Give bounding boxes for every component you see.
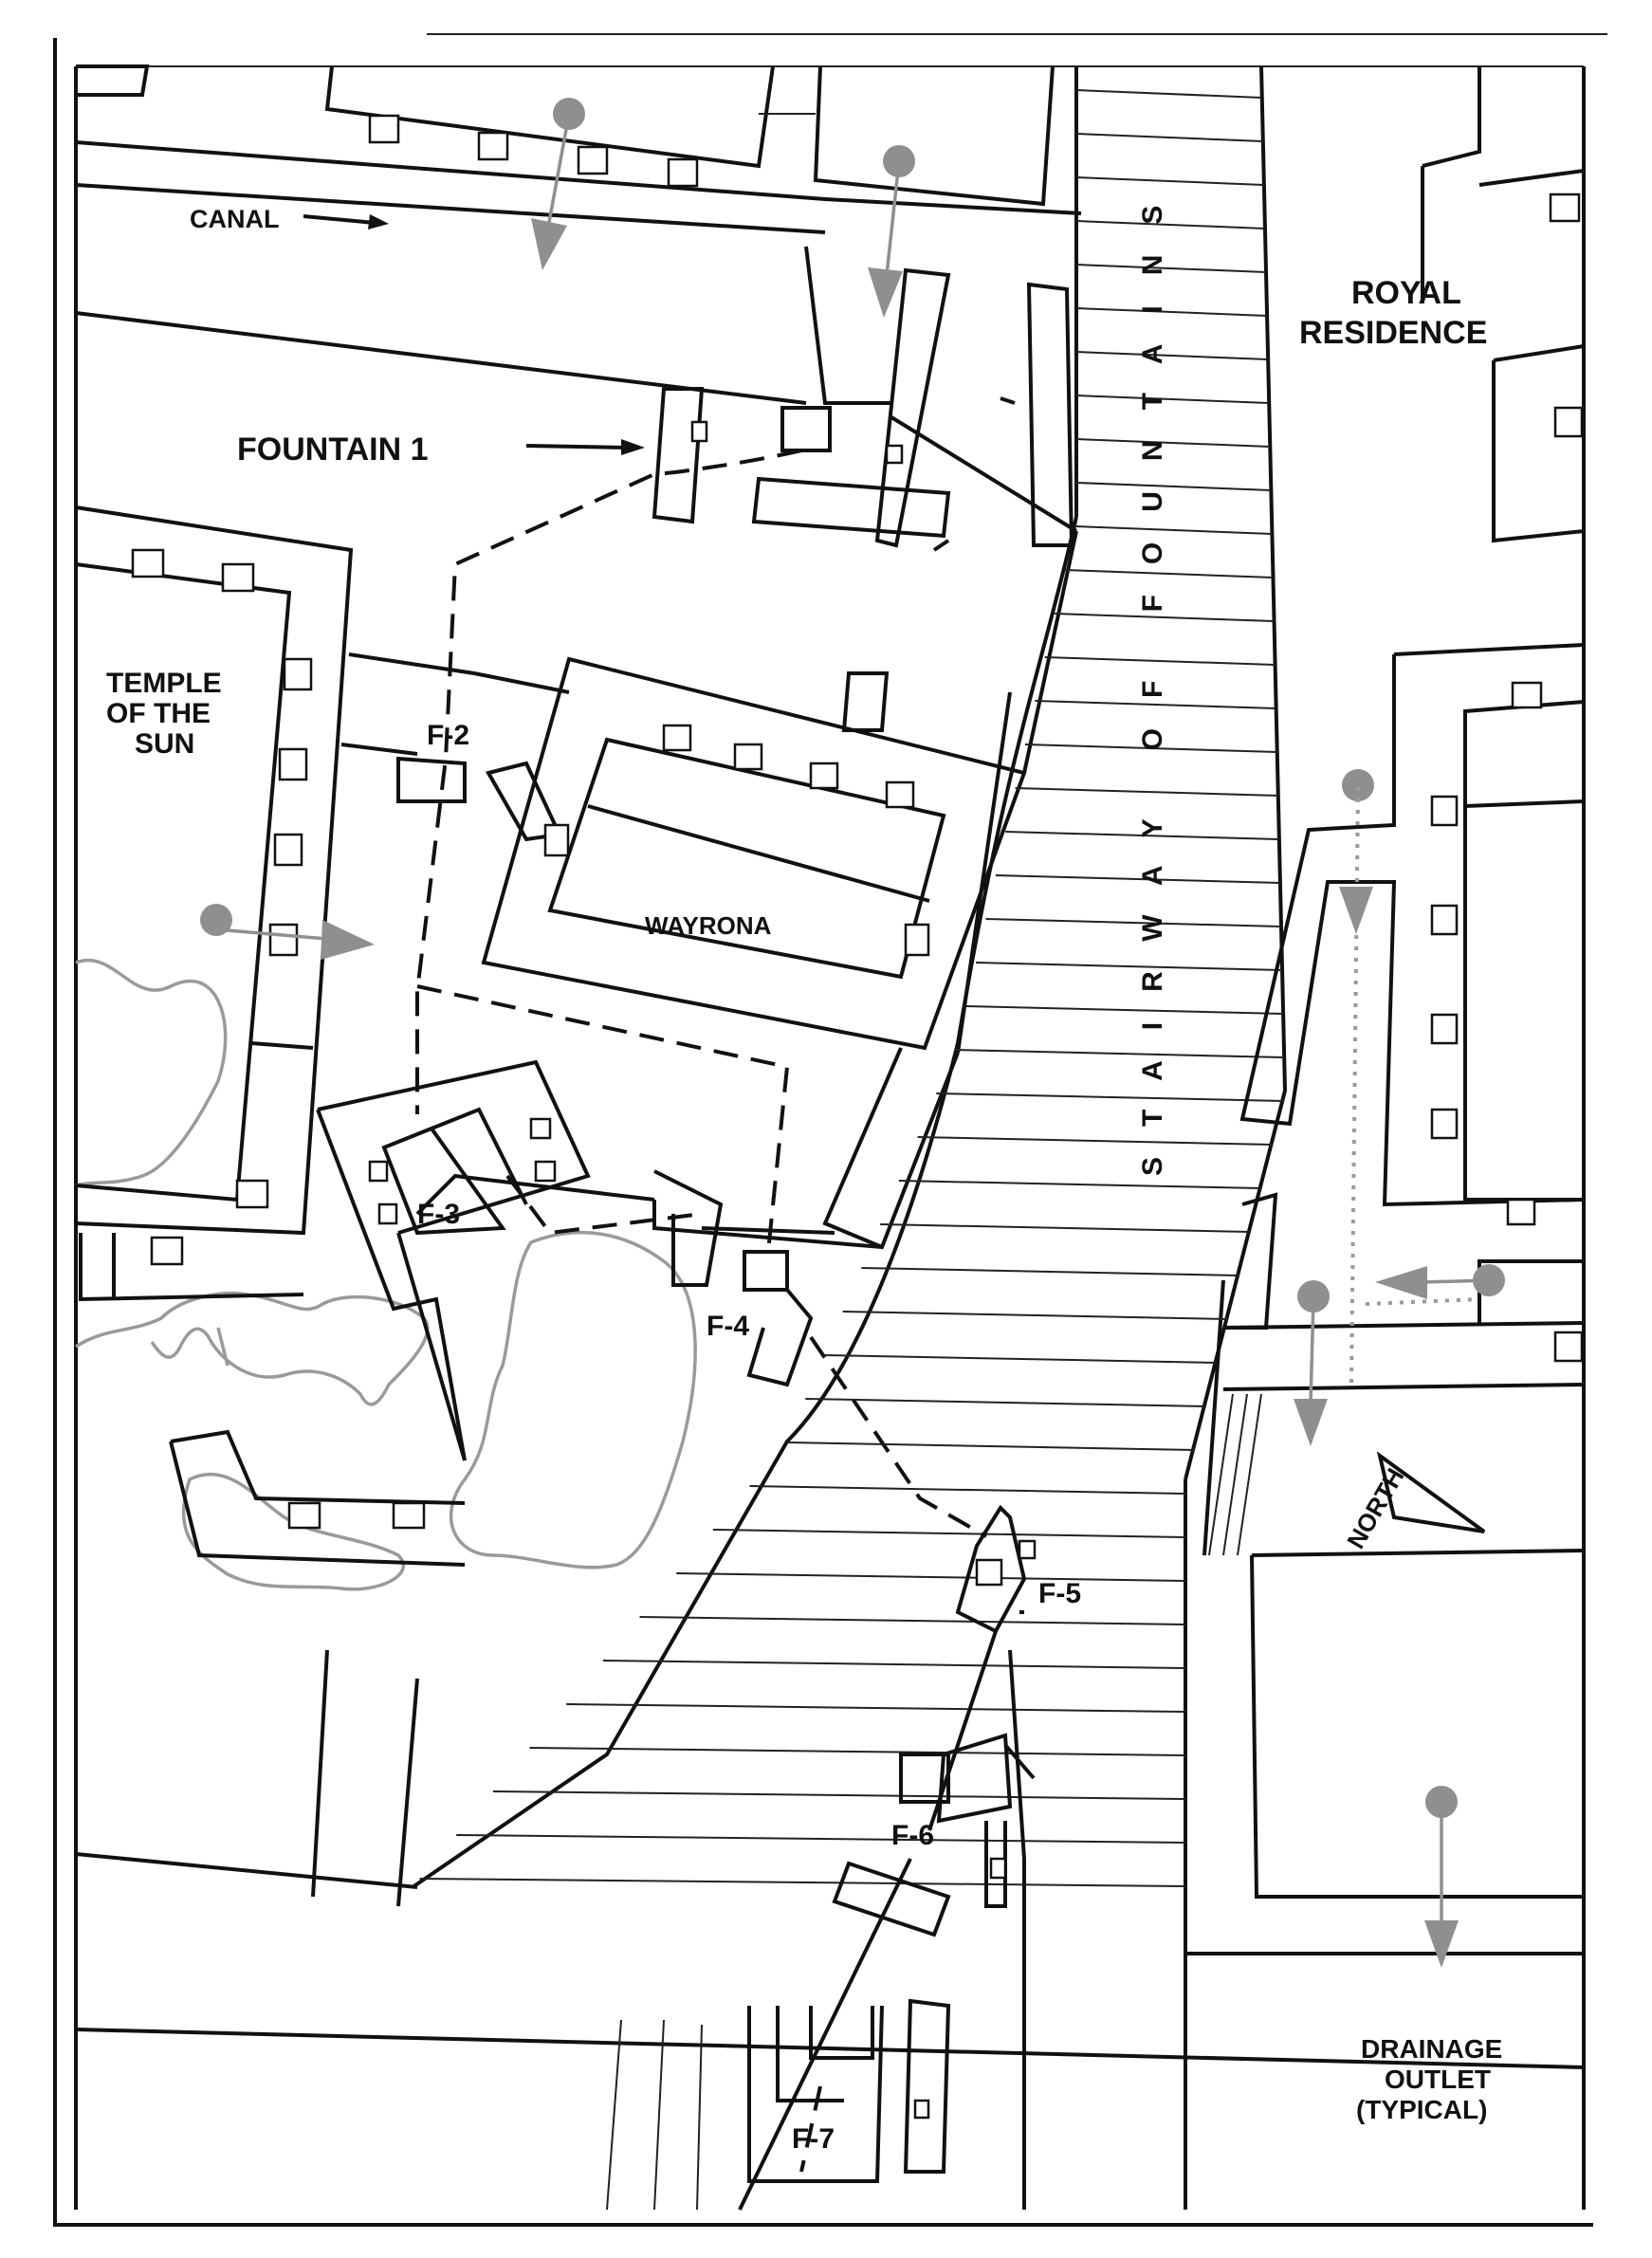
stair-step-12 xyxy=(1054,613,1275,622)
royal-residence-block xyxy=(1421,66,1585,543)
stair-step-2 xyxy=(1075,176,1264,186)
stair-step-17 xyxy=(1005,831,1279,840)
stair-step-41 xyxy=(419,1878,1186,1887)
label-typical: (TYPICAL) xyxy=(1356,2095,1487,2124)
temple-of-the-sun xyxy=(75,505,475,1302)
label-residence: RESIDENCE xyxy=(1299,315,1487,351)
label-f5: F-5 xyxy=(1038,1578,1081,1609)
drainage-arrow-5 xyxy=(1365,1264,1505,1306)
label-royal: ROYAL xyxy=(1351,275,1461,311)
stair-step-20 xyxy=(976,962,1282,971)
stair-step-29 xyxy=(823,1354,1218,1364)
drainage-arrow-7 xyxy=(1424,1786,1459,1968)
wayrona-building xyxy=(473,656,1027,1051)
label-canal: CANAL xyxy=(190,205,280,233)
stair-step-39 xyxy=(492,1790,1186,1800)
label-f7: F-7 xyxy=(792,2123,835,2155)
stair-step-11 xyxy=(1064,569,1274,578)
stair-step-15 xyxy=(1024,743,1277,753)
stair-step-25 xyxy=(898,1180,1262,1189)
stair-step-35 xyxy=(639,1616,1186,1625)
label-f4: F-4 xyxy=(707,1311,749,1342)
label-fountain-1: FOUNTAIN 1 xyxy=(237,431,428,468)
stair-step-31 xyxy=(786,1441,1196,1451)
label-stairway: STAIRWAY OF FOUNTAINS xyxy=(1137,175,1168,1176)
stair-step-3 xyxy=(1075,220,1265,229)
drainage-arrow-6 xyxy=(1294,1280,1330,1446)
stair-step-26 xyxy=(880,1223,1251,1233)
drainage-arrow-2 xyxy=(868,145,915,318)
label-outlet: OUTLET xyxy=(1385,2065,1491,2094)
stair-step-30 xyxy=(805,1398,1206,1407)
stair-step-36 xyxy=(602,1660,1186,1669)
drainage-arrow-4 xyxy=(1339,769,1374,1386)
stair-step-4 xyxy=(1075,264,1266,273)
drainage-arrow-1 xyxy=(531,98,585,270)
stair-step-8 xyxy=(1075,438,1271,448)
stair-step-19 xyxy=(985,918,1281,927)
terrain-outlines xyxy=(75,959,697,1591)
label-temple: TEMPLE xyxy=(106,668,222,699)
map-frame xyxy=(53,33,1607,2227)
label-drainage: DRAINAGE xyxy=(1361,2034,1502,2064)
stair-step-34 xyxy=(676,1572,1186,1582)
lower-structures xyxy=(75,1504,1585,2211)
north-arrow xyxy=(1376,1451,1486,1533)
label-sun: SUN xyxy=(135,728,194,760)
drainage-markers xyxy=(200,98,1505,1968)
stair-step-38 xyxy=(529,1747,1186,1756)
stair-step-10 xyxy=(1074,525,1273,535)
stair-step-32 xyxy=(749,1485,1186,1495)
stair-step-6 xyxy=(1075,351,1269,360)
stair-step-16 xyxy=(1015,787,1278,797)
label-wayrona: WAYRONA xyxy=(645,911,772,940)
label-f2: F-2 xyxy=(427,720,469,751)
stairway-of-fountains xyxy=(411,65,1288,2210)
right-structures xyxy=(1185,643,1586,1955)
stair-step-27 xyxy=(861,1267,1240,1276)
stair-step-1 xyxy=(1075,133,1263,142)
stair-step-18 xyxy=(995,874,1280,884)
stair-step-7 xyxy=(1075,395,1270,404)
central-structures xyxy=(169,415,1078,1567)
stair-step-22 xyxy=(954,1049,1285,1058)
label-f6: F-6 xyxy=(891,1820,934,1851)
stair-step-24 xyxy=(917,1136,1274,1146)
stair-step-0 xyxy=(1075,89,1262,99)
stair-step-14 xyxy=(1035,700,1276,709)
stair-step-5 xyxy=(1075,307,1267,317)
label-f3: F-3 xyxy=(417,1199,460,1230)
stair-step-40 xyxy=(456,1834,1186,1844)
stair-step-21 xyxy=(965,1005,1283,1015)
water-channels xyxy=(415,449,987,2173)
label-of-the: OF THE xyxy=(106,698,211,729)
stair-step-33 xyxy=(712,1529,1186,1538)
stair-step-28 xyxy=(842,1311,1229,1320)
stair-step-37 xyxy=(566,1703,1186,1713)
drainage-arrow-3 xyxy=(200,904,375,960)
stair-step-9 xyxy=(1075,482,1272,491)
pointer-arrows xyxy=(303,214,645,455)
stair-hatching xyxy=(419,89,1285,1887)
map-labels: CANAL FOUNTAIN 1 ROYAL RESIDENCE TEMPLE … xyxy=(106,175,1502,2155)
stair-step-23 xyxy=(936,1092,1285,1102)
stair-step-13 xyxy=(1044,656,1276,666)
upper-structures xyxy=(75,64,1082,548)
